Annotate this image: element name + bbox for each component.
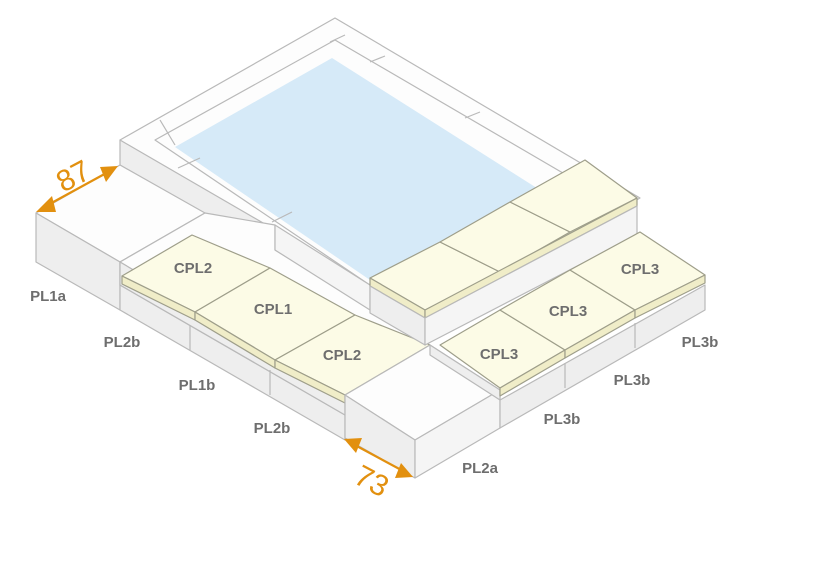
label-pl3b-near: PL3b [544, 411, 581, 428]
label-cpl1: CPL1 [254, 301, 292, 318]
block-pl2a [344, 344, 501, 479]
label-pl3b-far: PL3b [682, 334, 719, 351]
label-pl2a: PL2a [462, 460, 499, 477]
label-pl1a: PL1a [30, 288, 67, 305]
label-cpl3-near: CPL3 [480, 346, 518, 363]
label-cpl2-lower: CPL2 [323, 347, 361, 364]
cap-cpl3-far [569, 231, 706, 319]
label-pl3b-mid: PL3b [614, 372, 651, 389]
dimension-73-text: 73 [349, 459, 394, 504]
back-coping-caps [369, 159, 638, 346]
label-pl2b-upper: PL2b [104, 334, 141, 351]
label-cpl2-upper: CPL2 [174, 260, 212, 277]
label-pl1b: PL1b [179, 377, 216, 394]
label-pl2b-lower: PL2b [254, 420, 291, 437]
pool-water [175, 58, 540, 280]
cap-cpl2-lower [274, 314, 431, 404]
label-cpl3-far: CPL3 [621, 261, 659, 278]
right-step-row [429, 284, 706, 429]
label-cpl3-mid: CPL3 [549, 303, 587, 320]
